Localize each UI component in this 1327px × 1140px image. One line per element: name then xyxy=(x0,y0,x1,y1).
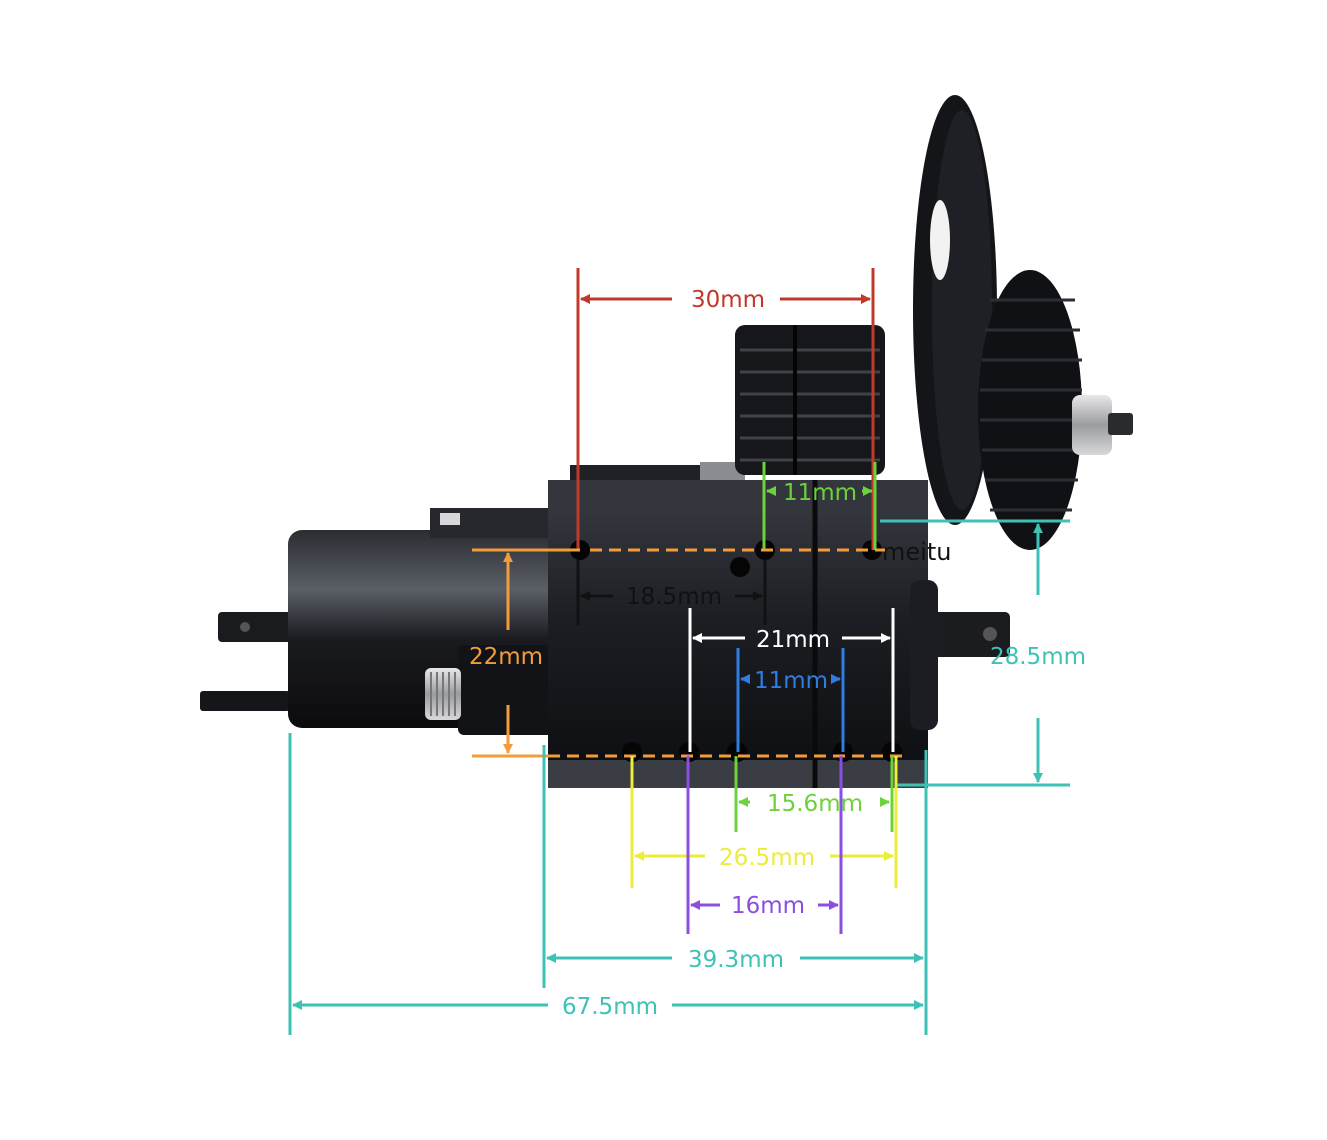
label-11mm-blue: 11mm xyxy=(754,668,828,694)
main-gearbox-block xyxy=(548,480,928,788)
label-39-3mm: 39.3mm xyxy=(688,947,784,973)
right-shaft xyxy=(915,612,1010,657)
watermark-text: meitu xyxy=(882,538,951,566)
label-11mm-top: 11mm xyxy=(783,480,857,506)
dimension-15-6mm xyxy=(734,756,894,832)
dimension-11mm-top xyxy=(762,462,877,550)
left-shaft-lower xyxy=(200,691,290,711)
dimension-18-5mm xyxy=(576,560,767,625)
dimension-21mm xyxy=(688,608,895,752)
label-22mm: 22mm xyxy=(469,644,543,670)
hole-mid xyxy=(730,557,750,577)
upper-gear-cluster xyxy=(735,325,885,475)
label-67-5mm: 67.5mm xyxy=(562,994,658,1020)
nut xyxy=(1072,395,1112,455)
label-21mm: 21mm xyxy=(756,627,830,653)
hole-row-guides xyxy=(472,548,905,758)
dimension-16mm xyxy=(686,756,843,934)
left-shaft-upper xyxy=(218,612,298,642)
label-18-5mm: 18.5mm xyxy=(626,584,722,610)
spur-gear xyxy=(978,270,1082,550)
dimension-39-3mm xyxy=(542,745,928,1035)
gearbox-product-photo xyxy=(200,95,1133,788)
dimension-67-5mm xyxy=(288,733,924,1035)
label-30mm: 30mm xyxy=(691,287,765,313)
dimension-28-5mm xyxy=(880,519,1070,787)
label-16mm: 16mm xyxy=(731,893,805,919)
dimension-30mm xyxy=(576,268,875,550)
label-28-5mm: 28.5mm xyxy=(990,644,1086,670)
label-15-6mm: 15.6mm xyxy=(767,791,863,817)
label-26-5mm: 26.5mm xyxy=(719,845,815,871)
dimension-11mm-blue xyxy=(736,648,845,752)
